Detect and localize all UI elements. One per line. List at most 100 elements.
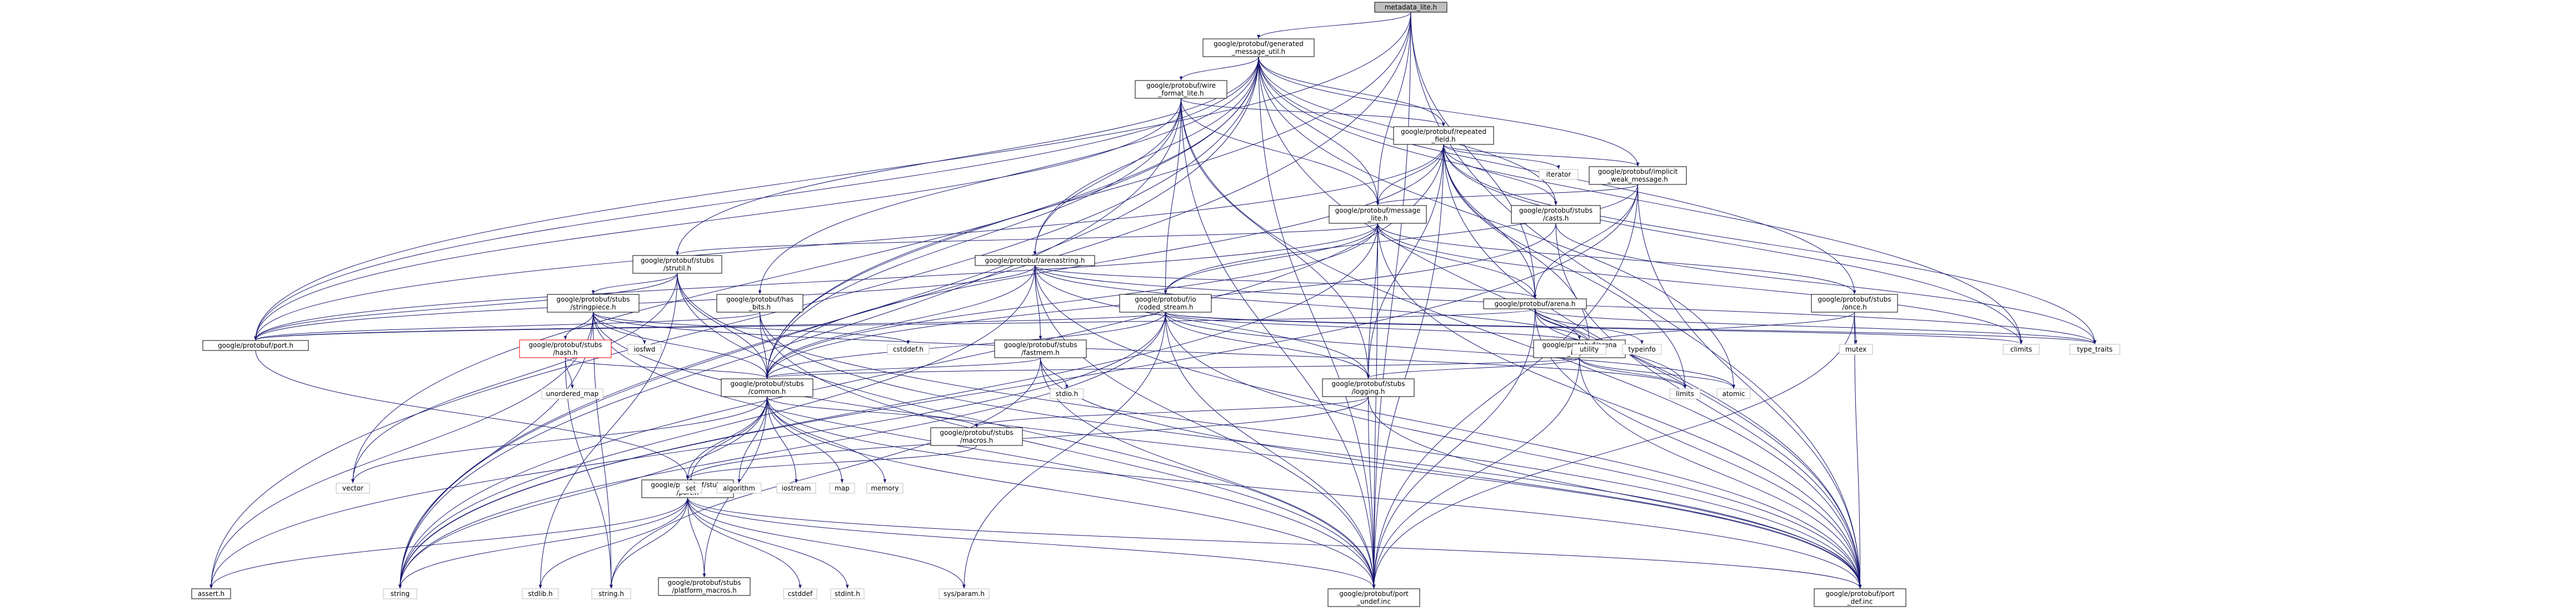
edge-sport-to-string <box>398 497 688 589</box>
node-casts[interactable]: google/protobuf/stubs/casts.h <box>1511 205 1601 224</box>
edge-gmu-to-string <box>398 56 1259 589</box>
node-label-cstddef-0: cstddef <box>788 590 813 598</box>
node-label-portdef-0: google/protobuf/port <box>1825 590 1895 598</box>
edge-common-to-set <box>689 396 767 483</box>
node-label-gmu-1: _message_util.h <box>1231 48 1285 56</box>
node-box-ml <box>1329 205 1427 224</box>
edge-hasbits-to-portundef <box>760 312 1376 589</box>
edge-rf-to-portundef <box>1372 144 1444 589</box>
edge-stringpiece-to-portdef <box>593 312 1862 589</box>
node-root: metadata_lite.h <box>1374 2 1447 13</box>
node-label-stdlib-0: stdlib.h <box>528 590 552 598</box>
edge-strutil-to-vector <box>351 273 678 483</box>
node-label-iostream-0: iostream <box>782 484 811 492</box>
node-platform[interactable]: google/protobuf/stubs/platform_macros.h <box>658 577 751 596</box>
node-label-atomic-0: atomic <box>1722 390 1745 398</box>
node-map: map <box>829 483 855 494</box>
edge-wfl-to-cis <box>1164 98 1181 294</box>
node-stringpiece[interactable]: google/protobuf/stubs/stringpiece.h <box>547 294 640 313</box>
node-utility: utility <box>1572 344 1606 355</box>
node-atomic: atomic <box>1716 388 1751 399</box>
edge-logging-to-portdef <box>1368 396 1862 589</box>
node-iterator: iterator <box>1539 169 1579 180</box>
node-memory: memory <box>866 483 903 494</box>
node-label-portdef-1: _def.inc <box>1847 598 1873 605</box>
node-label-logging-1: /logging.h <box>1352 388 1385 395</box>
edge-sport-to-stdlib <box>538 497 688 589</box>
node-label-platform-1: /platform_macros.h <box>672 587 736 594</box>
node-hash[interactable]: google/protobuf/stubs/hash.h <box>519 339 612 358</box>
node-arena[interactable]: google/protobuf/arena.h <box>1483 298 1587 309</box>
edge-ml-to-portundef <box>1372 223 1378 589</box>
edge-iwm-to-portundef <box>1372 184 1638 589</box>
node-box-atomic <box>1716 388 1751 399</box>
edge-stringpiece-to-common <box>593 312 769 379</box>
node-hasbits[interactable]: google/protobuf/has_bits.h <box>716 294 803 313</box>
node-iwm[interactable]: google/protobuf/implicit_weak_message.h <box>1589 166 1687 185</box>
edge-stringpiece-to-string_h <box>593 312 613 589</box>
node-label-mutex-0: mutex <box>1845 345 1866 353</box>
node-box-set <box>679 483 702 494</box>
node-vector: vector <box>336 483 370 494</box>
node-label-common-0: google/protobuf/stubs <box>730 380 803 388</box>
node-label-memory-0: memory <box>871 484 898 492</box>
edge-arena-to-portundef <box>1372 308 1535 589</box>
edge-sport-to-portdef <box>687 497 1862 589</box>
edge-root-to-port <box>254 12 1411 340</box>
edge-strutil-to-stringpiece <box>591 273 678 294</box>
node-rf[interactable]: google/protobuf/repeated_field.h <box>1393 126 1494 145</box>
edge-stringpiece-to-cstddef_h <box>593 312 910 344</box>
node-wfl[interactable]: google/protobuf/wire_format_lite.h <box>1135 80 1227 99</box>
node-box-vector <box>336 483 370 494</box>
edge-arenaimpl-to-portdef <box>1579 357 1862 589</box>
node-cis[interactable]: google/protobuf/io/coded_stream.h <box>1119 294 1212 313</box>
node-label-assert-0: assert.h <box>198 590 224 598</box>
node-gmu[interactable]: google/protobuf/generated_message_util.h <box>1202 38 1315 57</box>
node-portundef[interactable]: google/protobuf/port_undef.inc <box>1327 588 1420 607</box>
edge-arena-to-port <box>254 308 1535 340</box>
edge-casts-to-type_traits <box>1555 223 2096 344</box>
edge-iwm-to-portdef <box>1638 184 1862 589</box>
node-label-strutil-1: /strutil.h <box>663 264 691 272</box>
edge-root-to-ml <box>1376 12 1411 206</box>
edge-cis-to-logging <box>1165 312 1370 379</box>
edge-ml-to-port <box>254 223 1378 340</box>
node-label-fastmem-0: google/protobuf/stubs <box>1004 341 1077 349</box>
node-box-portundef <box>1327 588 1420 607</box>
edge-common-to-portundef <box>767 396 1376 589</box>
node-label-ml-1: _lite.h <box>1367 214 1387 222</box>
node-arenastring[interactable]: google/protobuf/arenastring.h <box>975 255 1095 266</box>
edge-gmu-to-hasbits <box>758 56 1259 294</box>
edge-ml-to-strutil <box>676 223 1378 256</box>
node-port[interactable]: google/protobuf/port.h <box>202 340 309 351</box>
edge-sport-to-string_h <box>610 497 688 589</box>
node-logging[interactable]: google/protobuf/stubs/logging.h <box>1322 378 1415 397</box>
node-label-rf-1: _field.h <box>1431 136 1455 143</box>
node-box-string_h <box>591 588 631 599</box>
node-portdef[interactable]: google/protobuf/port_def.inc <box>1814 588 1906 607</box>
edge-rf-to-type_traits <box>1443 144 2096 344</box>
edge-fastmem-to-common <box>765 357 1041 379</box>
node-fastmem[interactable]: google/protobuf/stubs/fastmem.h <box>994 339 1087 358</box>
node-once[interactable]: google/protobuf/stubs/once.h <box>1811 294 1898 313</box>
node-string_h: string.h <box>591 588 631 599</box>
edge-iwm-to-arena <box>1533 184 1638 299</box>
edge-fastmem-to-portundef <box>1040 357 1376 589</box>
node-label-hash-0: google/protobuf/stubs <box>528 341 602 349</box>
node-strutil[interactable]: google/protobuf/stubs/strutil.h <box>632 255 722 274</box>
edge-ml-to-logging <box>1366 223 1378 379</box>
node-label-limits-0: limits <box>1676 390 1694 398</box>
node-label-sysparam-0: sys/param.h <box>943 590 985 598</box>
node-box-macros <box>930 427 1023 446</box>
node-common[interactable]: google/protobuf/stubs/common.h <box>721 378 813 397</box>
node-label-fastmem-1: /fastmem.h <box>1021 349 1060 357</box>
edge-root-to-portundef <box>1372 12 1411 589</box>
edge-ml-to-arena <box>1377 223 1537 299</box>
node-ml[interactable]: google/protobuf/message_lite.h <box>1329 205 1427 224</box>
node-box-iwm <box>1589 166 1687 185</box>
node-box-hasbits <box>716 294 803 313</box>
edge-wfl-to-port <box>254 98 1181 340</box>
node-macros[interactable]: google/protobuf/stubs/macros.h <box>930 427 1023 446</box>
node-assert[interactable]: assert.h <box>191 588 231 599</box>
edge-port-to-sport <box>255 350 690 480</box>
